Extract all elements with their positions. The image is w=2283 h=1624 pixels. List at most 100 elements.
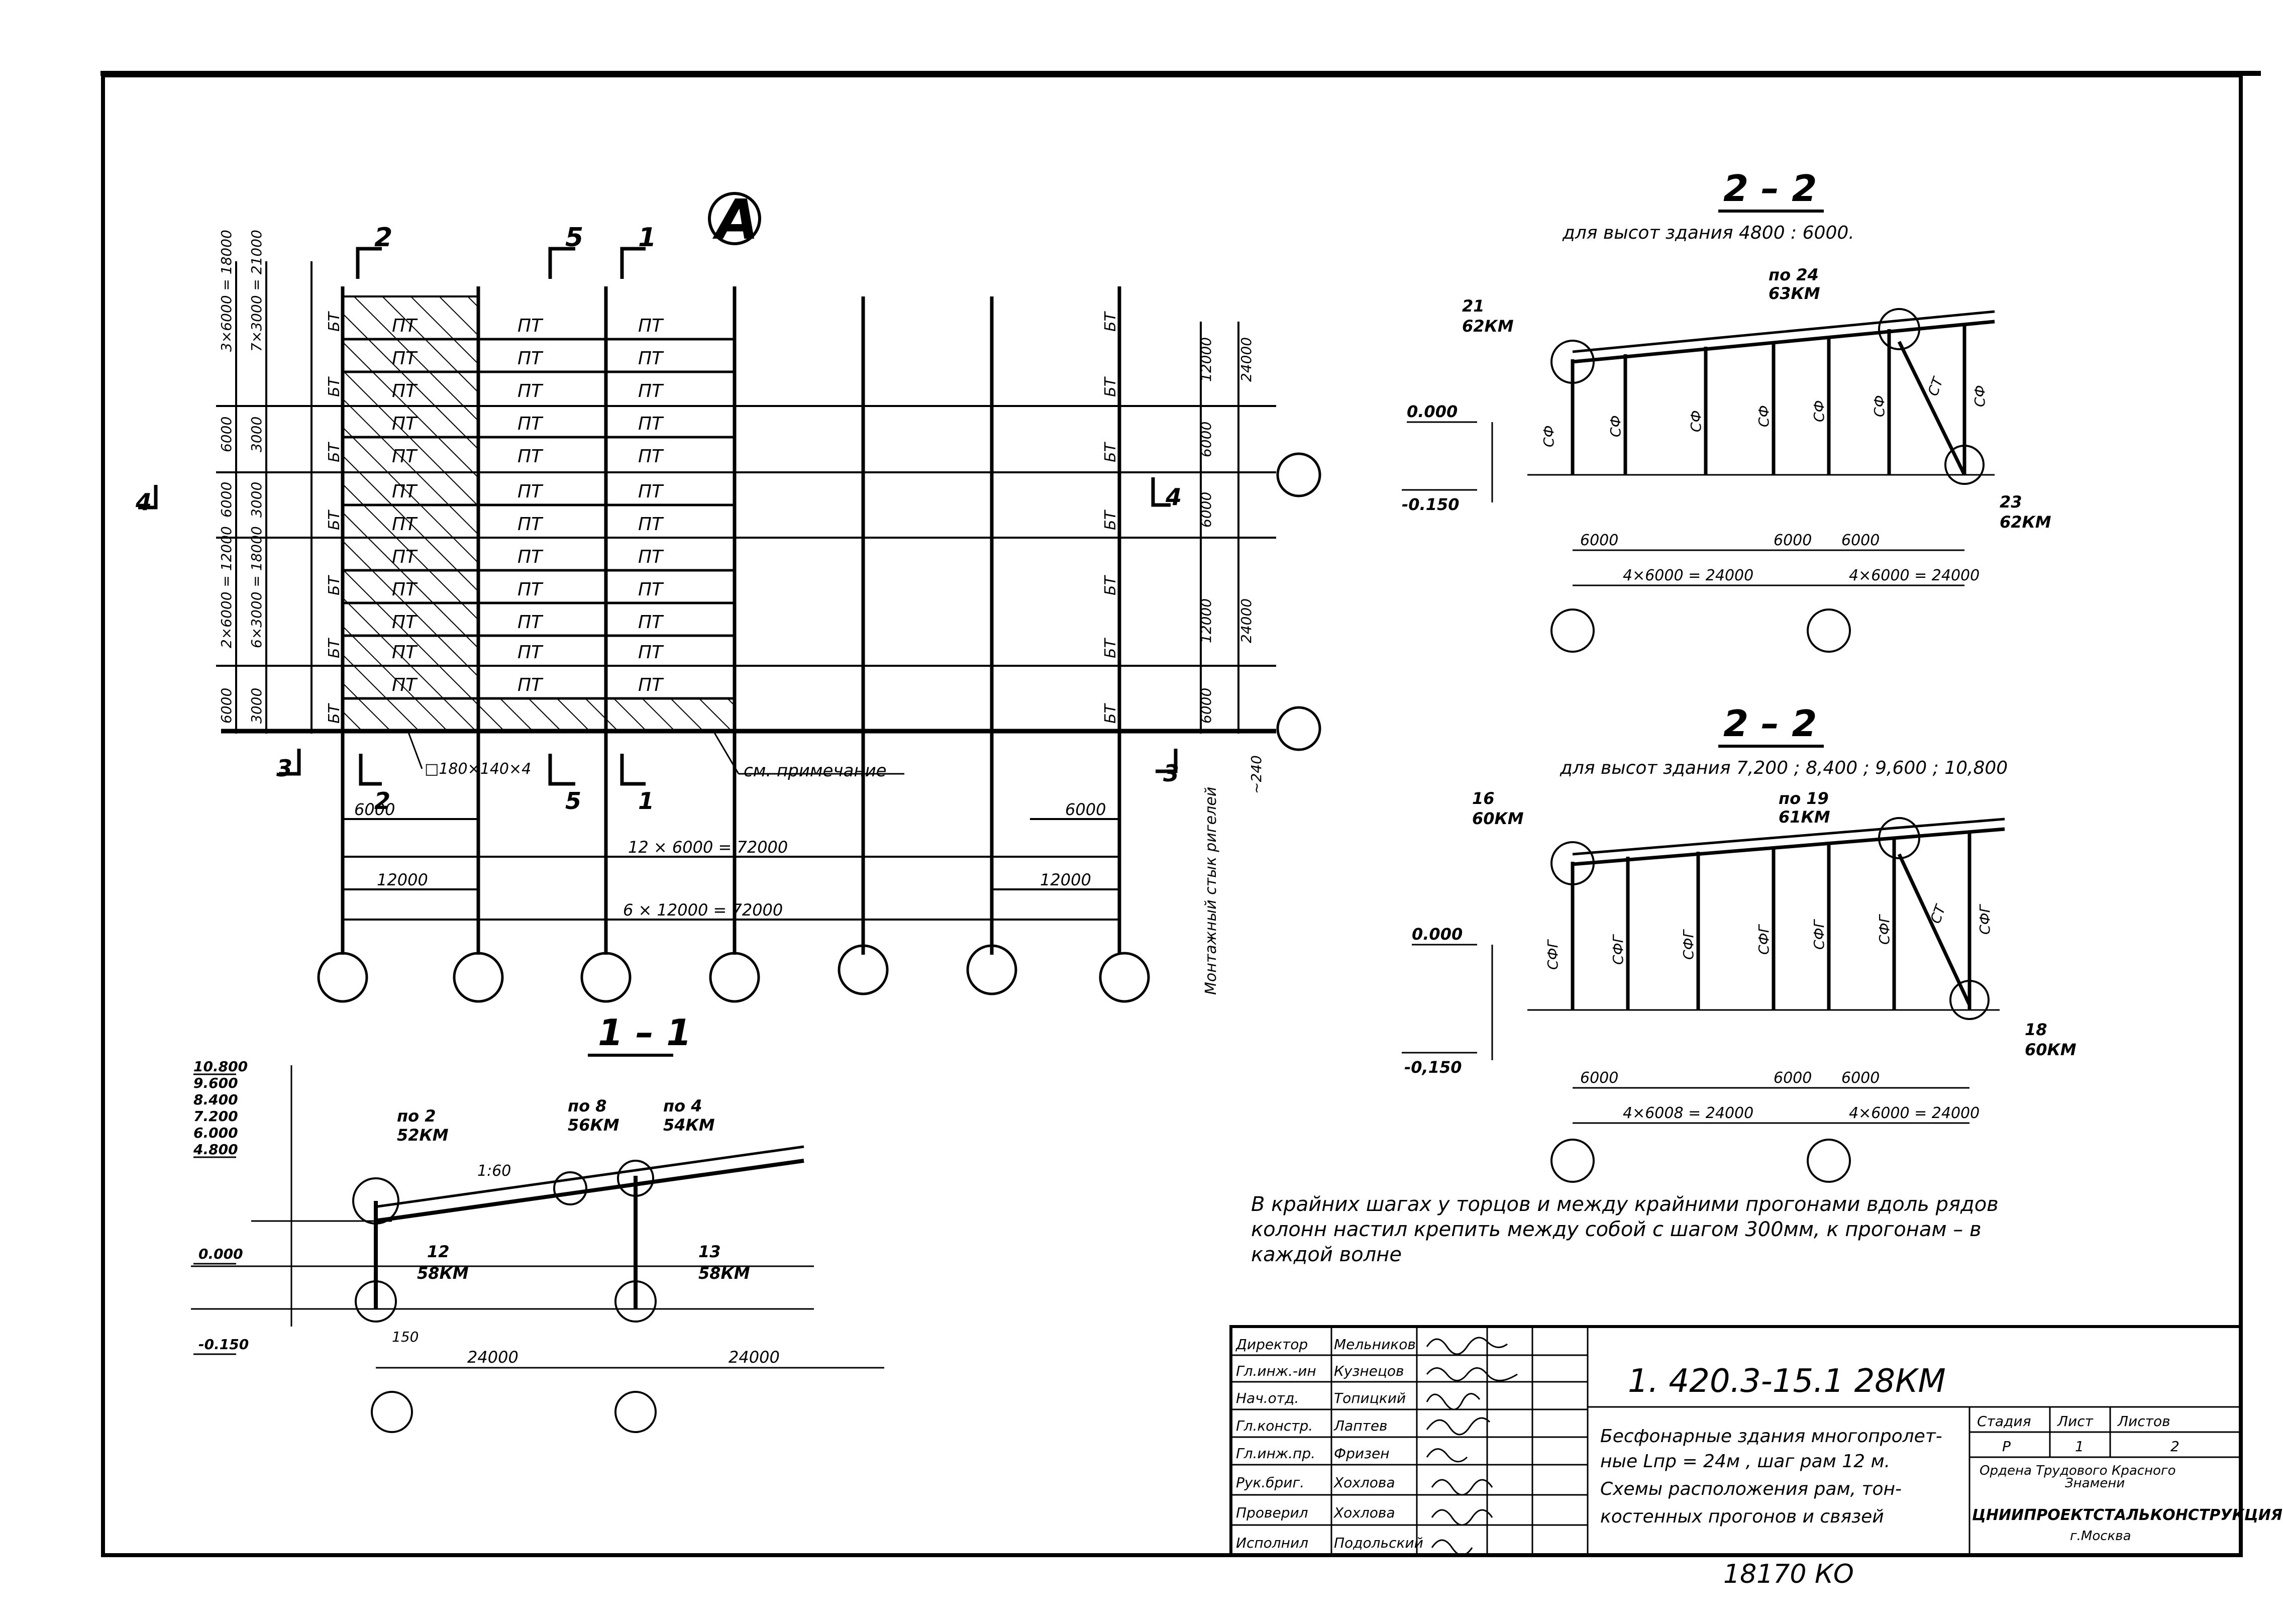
hatched-zone-2 xyxy=(477,697,607,732)
callout-sheet: 58КМ xyxy=(698,1264,750,1283)
dim: 4×6000 = 24000 xyxy=(1849,1104,1980,1122)
purlin-label: ПТ xyxy=(517,414,544,434)
section-mark-2-bottom: 2 xyxy=(374,787,390,815)
dim-left: 3000 xyxy=(248,482,265,518)
section-mark-4-right: 4 xyxy=(1165,483,1182,511)
section-mark-1: 1 xyxy=(638,223,656,253)
purlin-label: ПТ xyxy=(392,547,418,567)
dim-right: 24000 xyxy=(1238,337,1255,382)
dims-2-2-b: 6000 6000 6000 4×6008 = 24000 4×6000 = 2… xyxy=(1580,1069,1980,1122)
post-label: СФ xyxy=(1811,400,1827,422)
org-line-2: Знамени xyxy=(2065,1476,2125,1491)
dim-left: 3000 xyxy=(248,688,265,724)
level-neg: -0.150 xyxy=(1402,495,1460,514)
brace-label: СТ xyxy=(1925,374,1947,398)
sheet-header: Лист xyxy=(2057,1413,2094,1430)
section-mark-2: 2 xyxy=(374,223,392,253)
note-line-2: колонн настил крепить между собой с шаго… xyxy=(1251,1218,1982,1241)
levels-1-1: 10.800 9.600 8.400 7.200 6.000 4.800 0.0… xyxy=(193,1058,249,1353)
sig-name: Кузнецов xyxy=(1334,1363,1404,1379)
dim-right: 6000 xyxy=(1198,688,1214,724)
dim-left: 6×3000 = 18000 xyxy=(248,526,265,648)
callout-sheet: 62КМ xyxy=(2000,513,2051,532)
purlin-label: ПТ xyxy=(638,675,664,695)
section-marks-top: 2 5 1 xyxy=(374,223,656,253)
span-2: 24000 xyxy=(729,1348,780,1367)
offset-dim: ~240 xyxy=(1248,755,1265,794)
post-label: СФ xyxy=(1540,425,1557,447)
purlin-label: ПТ xyxy=(517,612,544,633)
bt-labels: БТ БТ БТ БТ БТ БТ БТ БТ БТ БТ БТ БТ БТ Б… xyxy=(326,311,1119,724)
desc-line-1: Бесфонарные здания многопролет- xyxy=(1600,1426,1942,1447)
grid-bubbles xyxy=(317,452,1321,1003)
sig-name: Лаптев xyxy=(1333,1417,1388,1434)
slope: 1:60 xyxy=(477,1162,511,1180)
callouts-1-1: по 2 52КМ по 8 56КМ по 4 54КМ 12 58КМ 13… xyxy=(397,1096,750,1283)
axis-symbol: А xyxy=(712,187,759,252)
section-mark-4-left: 4 xyxy=(135,488,152,516)
callout-sheet: 52КМ xyxy=(397,1126,449,1145)
section-1-1-title: 1 – 1 xyxy=(598,1011,691,1054)
post-label: СФ xyxy=(1688,410,1704,432)
level: 10.800 xyxy=(193,1058,248,1075)
level-0: 0.000 xyxy=(198,1246,243,1262)
sig-role: Проверил xyxy=(1236,1504,1308,1521)
purlin-label: ПТ xyxy=(392,642,418,663)
dim-bottom: 12000 xyxy=(1040,870,1091,889)
bt-label: БТ xyxy=(1102,509,1119,530)
bt-label: БТ xyxy=(326,311,343,332)
callout-ref: по 4 xyxy=(663,1096,702,1115)
note-line-1: В крайних шагах у торцов и между крайним… xyxy=(1251,1193,1999,1216)
purlin-label: ПТ xyxy=(517,381,544,401)
drawing-description: Бесфонарные здания многопролет- ные Lпр … xyxy=(1600,1426,1942,1527)
section-2-2-b-subtitle: для высот здания 7,200 ; 8,400 ; 9,600 ;… xyxy=(1560,758,2008,778)
dim-left: 3000 xyxy=(248,417,265,452)
sig-role: Гл.инж.-ин xyxy=(1236,1363,1316,1379)
callout-ref: по 8 xyxy=(568,1096,607,1115)
drawing-code: 1. 420.3-15.1 28КМ xyxy=(1628,1363,1946,1400)
post-label: СФГ xyxy=(1680,929,1697,960)
bt-label: БТ xyxy=(1102,702,1119,724)
dim-left: 6000 xyxy=(218,417,235,452)
callout-sheet: 62КМ xyxy=(1462,317,1514,336)
purlin-label: ПТ xyxy=(392,514,418,535)
purlin-label: ПТ xyxy=(517,675,544,695)
purlin-label: ПТ xyxy=(638,547,664,567)
purlin-label: ПТ xyxy=(638,446,664,467)
purlin-label: ПТ xyxy=(392,675,418,695)
sig-name: Мельников xyxy=(1334,1336,1416,1353)
sig-name: Топицкий xyxy=(1334,1390,1406,1406)
span-1: 24000 xyxy=(467,1348,518,1367)
purlin-label: ПТ xyxy=(392,348,418,369)
post-label: СФ xyxy=(1755,405,1772,427)
org-line-1: Ордена Трудового Красного xyxy=(1980,1463,2176,1478)
dim-left: 7×3000 = 21000 xyxy=(248,230,265,352)
dim-left: 6000 xyxy=(218,688,235,724)
dim: 4×6008 = 24000 xyxy=(1623,1104,1753,1122)
section-1-1: 1 – 1 10.800 9.600 8.400 7.200 6.000 4.8… xyxy=(191,1011,884,1433)
level: 4.800 xyxy=(193,1141,238,1158)
bt-label: БТ xyxy=(326,574,343,595)
sig-role: Исполнил xyxy=(1236,1535,1308,1551)
callout-ref: 12 xyxy=(427,1242,450,1261)
post-label: СФГ xyxy=(1876,914,1893,945)
post-label: СФ xyxy=(1871,395,1888,417)
sheets-header: Листов xyxy=(2117,1413,2170,1430)
dims-2-2-a: 6000 6000 6000 4×6000 = 24000 4×6000 = 2… xyxy=(1580,532,1980,584)
org-line-3: ЦНИИПРОЕКТСТАЛЬКОНСТРУКЦИЯ xyxy=(1972,1506,2282,1524)
desc-line-2: ные Lпр = 24м , шаг рам 12 м. xyxy=(1600,1451,1890,1472)
purlin-label: ПТ xyxy=(392,316,418,336)
callout-ref: 13 xyxy=(698,1242,721,1261)
purlin-label: ПТ xyxy=(638,316,664,336)
purlin-label: ПТ xyxy=(517,642,544,663)
callouts-2-2-a: 21 62КМ по 24 63КМ 23 62КМ 0.000 -0.150 xyxy=(1402,265,2051,532)
purlin-label: ПТ xyxy=(638,348,664,369)
stage-info: Стадия Лист Листов Р 1 2 xyxy=(1977,1413,2180,1455)
purlin-label: ПТ xyxy=(517,446,544,467)
dim: 6000 xyxy=(1841,1069,1880,1087)
bottom-dimensions: 6000 6000 12 × 6000 = 72000 12000 12000 … xyxy=(354,800,1106,920)
sig-role: Гл.инж.пр. xyxy=(1236,1445,1315,1462)
purlin-label: ПТ xyxy=(392,414,418,434)
dim-right: 24000 xyxy=(1238,598,1255,643)
sig-name: Хохлова xyxy=(1333,1504,1395,1521)
